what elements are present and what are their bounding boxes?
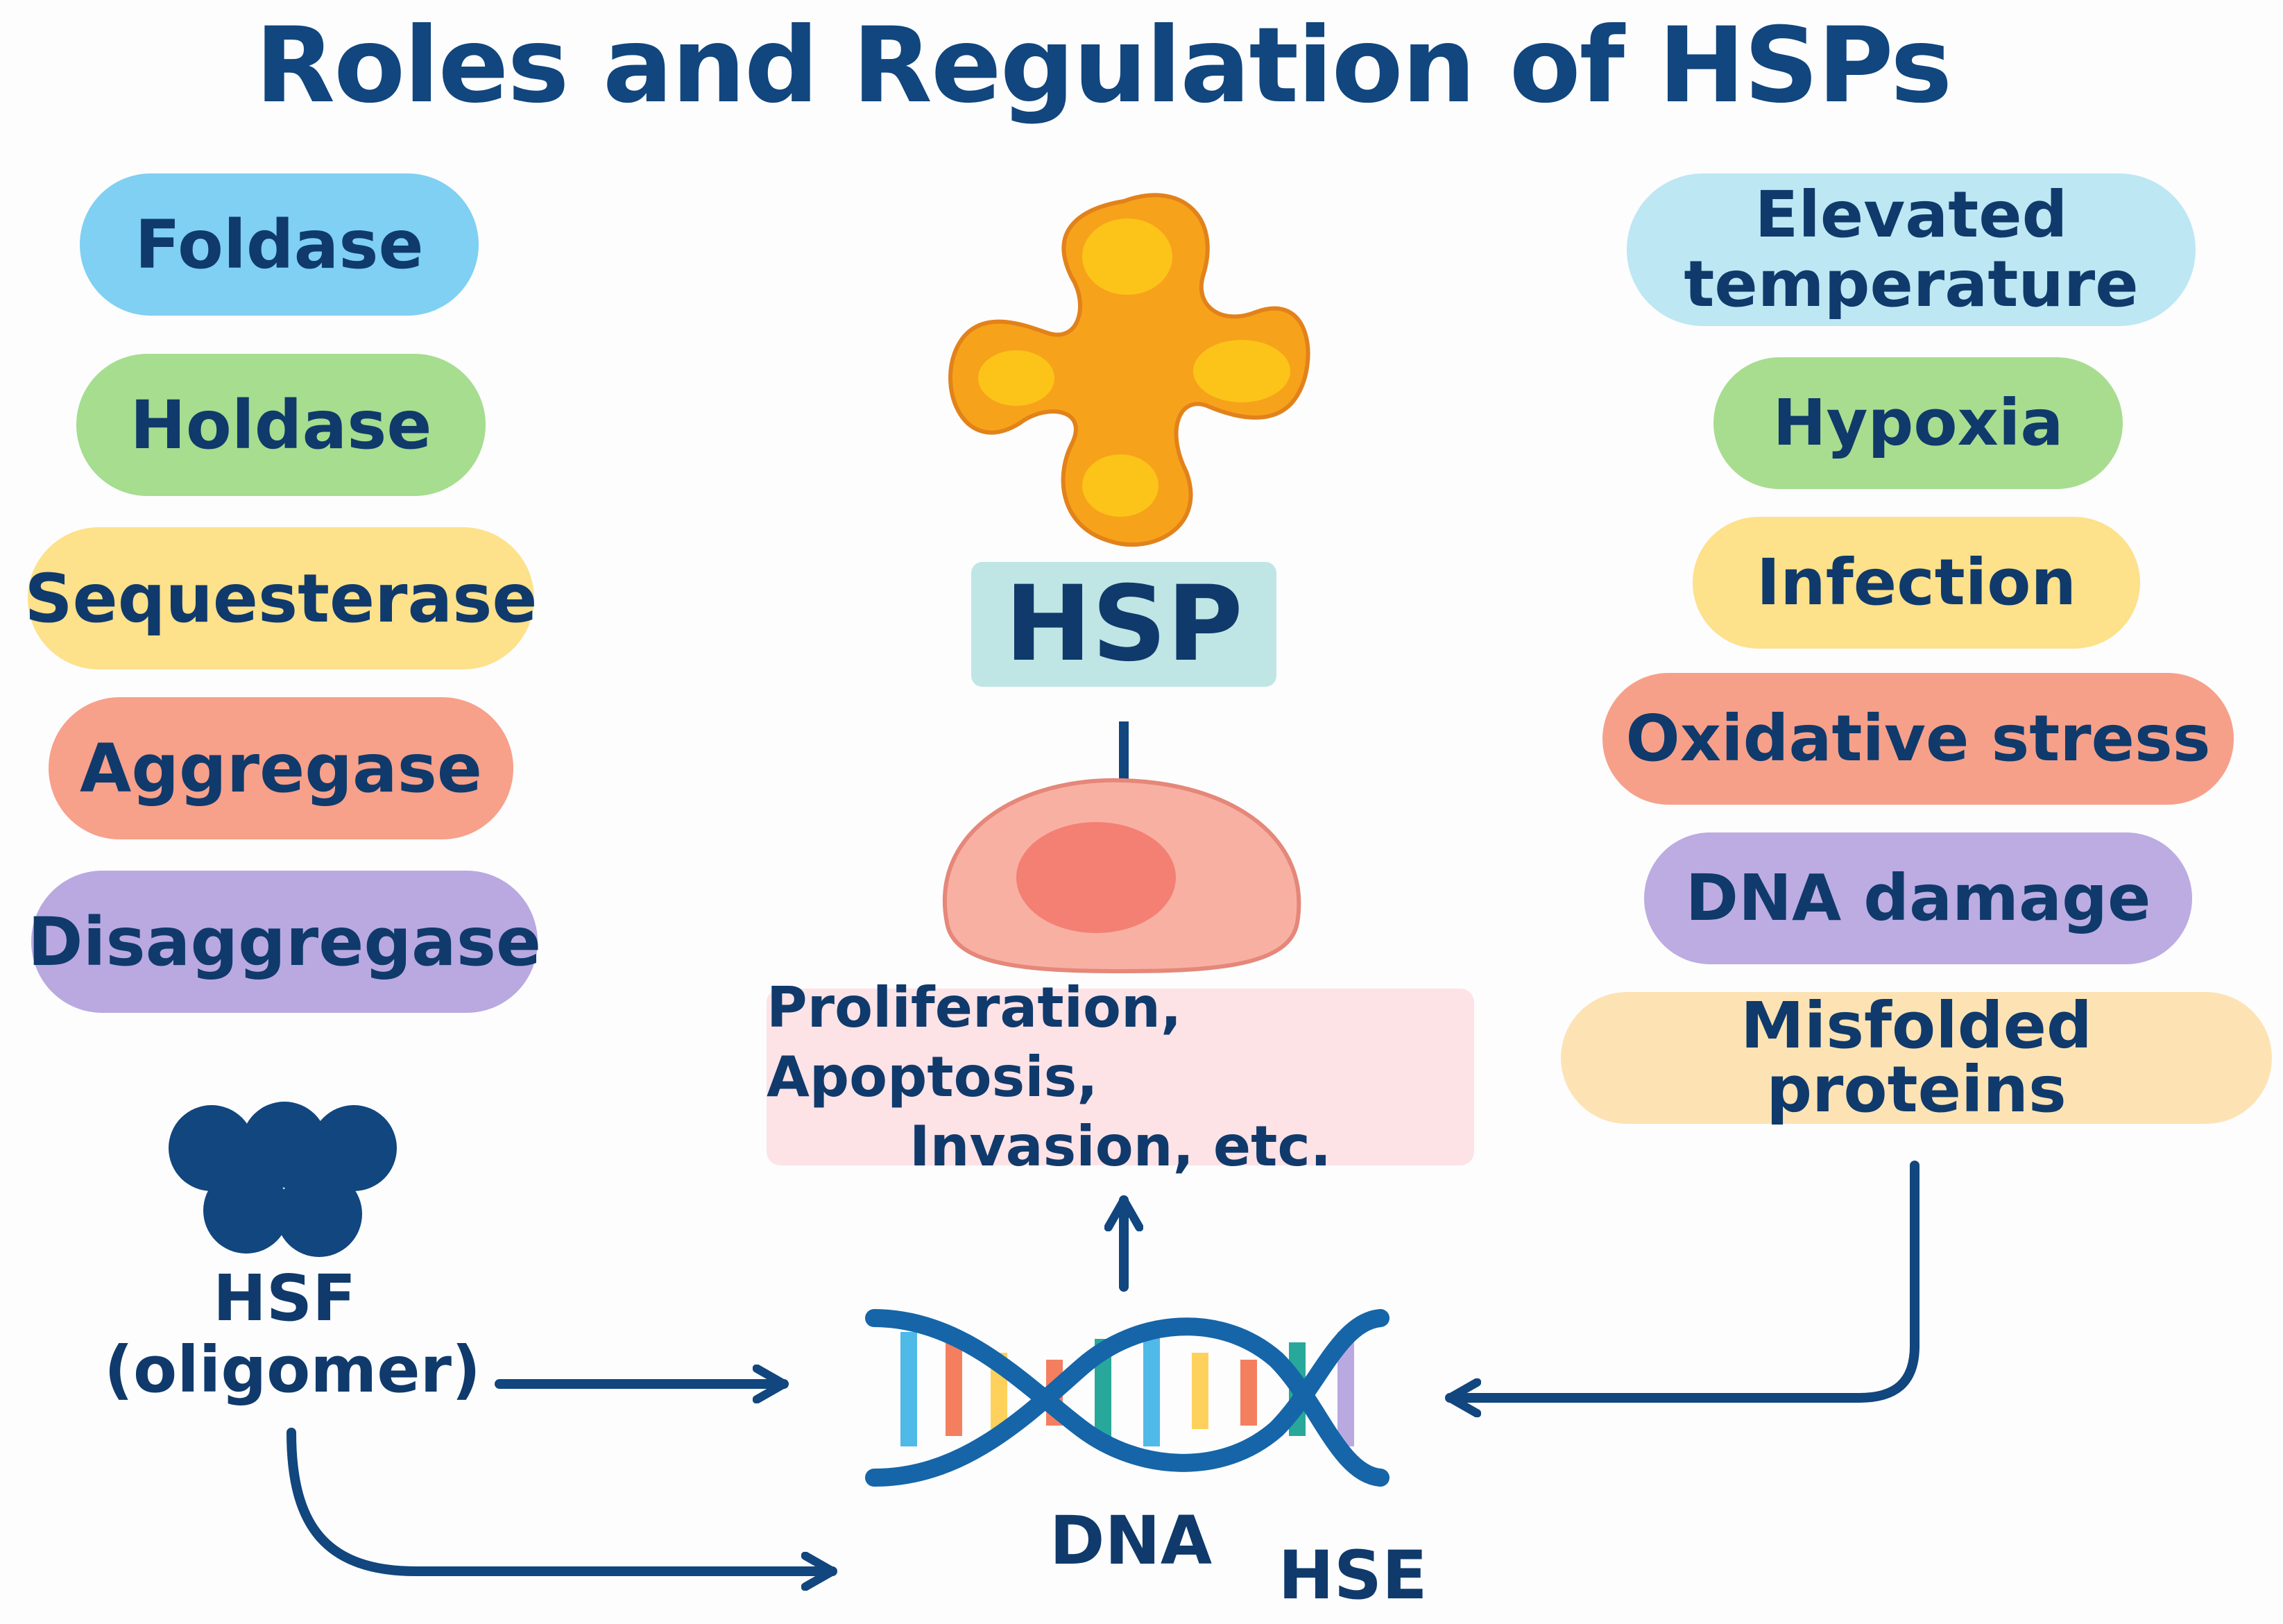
dna-helix-icon [865,1309,1390,1487]
processes-line1: Proliferation, Apoptosis, [767,975,1182,1109]
hsf-label-line2: (oligomer) [104,1333,481,1408]
hsf-to-hse-arrow [287,1428,837,1571]
stressor-infection: Infection [1693,517,2140,649]
stressor-hypoxia: Hypoxia [1713,357,2123,489]
stressor-label: Hypoxia [1772,386,2064,460]
stressor-label-line2: temperature [1684,247,2139,321]
hsp-label-box: HSP [971,562,1276,687]
stressor-misfolded-proteins: Misfolded proteins [1561,992,2272,1124]
stressor-elevated-temperature: Elevated temperature [1627,173,2196,326]
function-holdase: Holdase [76,354,486,496]
function-label: Sequesterase [24,559,538,638]
hsf-label-line1: HSF [212,1261,357,1335]
hse-label: HSE [1278,1537,1428,1614]
stressor-dna-damage: DNA damage [1644,832,2192,964]
stressors-to-dna-arrow [1445,1161,1919,1398]
hsp-protein-icon [948,193,1310,547]
stressor-label: Infection [1756,545,2076,619]
cellular-processes-box: Proliferation, Apoptosis, Invasion, etc. [767,975,1474,1179]
function-foldase: Foldase [80,173,479,316]
function-label: Holdase [130,386,432,464]
function-label: Foldase [135,205,424,284]
stressor-label: Misfolded proteins [1741,989,2092,1127]
diagram-title: Roles and Regulation of HSPs [255,6,1953,126]
hsp-label: HSP [1004,564,1243,685]
function-disaggregase: Disaggregase [27,871,542,1013]
nucleus-icon [1016,822,1176,933]
stressor-label: Oxidative stress [1625,701,2211,776]
hsf-label: HSF (oligomer) [104,1261,481,1408]
dna-label: DNA [1049,1502,1213,1580]
function-label: Aggregase [80,729,482,807]
function-aggregase: Aggregase [49,697,513,839]
stressor-label-line1: Elevated [1754,178,2068,252]
stressor-oxidative-stress: Oxidative stress [1602,673,2234,805]
stressor-label: DNA damage [1685,861,2151,935]
hsf-oligomer-icon [169,1102,397,1257]
function-sequesterase: Sequesterase [25,527,537,669]
cell-icon [942,778,1301,974]
processes-line2: Invasion, etc. [909,1113,1332,1179]
function-label: Disaggregase [27,903,542,981]
